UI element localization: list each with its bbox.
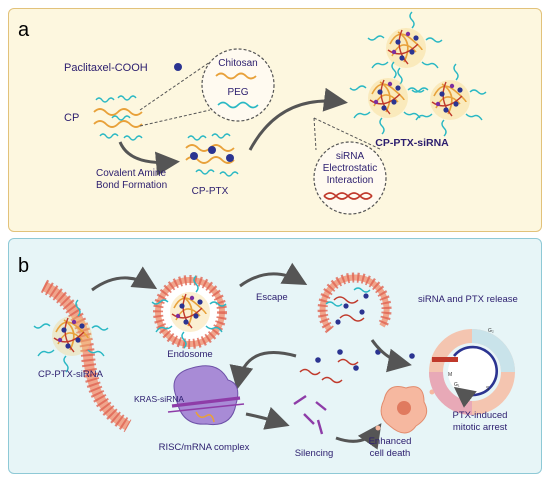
- escape-arrow: [239, 262, 308, 288]
- paclitaxel-dot: [174, 63, 182, 71]
- arrest-label-line1: PTX-induced: [453, 410, 508, 421]
- cycle-phase-m: M: [448, 372, 452, 378]
- cp-polymer: [93, 95, 143, 141]
- cycle-phase-g2: G₂: [488, 328, 494, 334]
- cp-ptx-sirna-label-b: CP-PTX-siRNA: [38, 369, 104, 380]
- silenced-fragments: [293, 395, 327, 435]
- panel-b: [8, 238, 542, 474]
- cp-ptx-label: CP-PTX: [192, 186, 229, 197]
- paclitaxel-label: Paclitaxel-COOH: [64, 62, 148, 74]
- nanoparticle-top: [367, 11, 443, 85]
- sirna-to-risc-arrow: [229, 351, 297, 390]
- released-contents: [299, 349, 415, 384]
- cp-label: CP: [64, 112, 79, 124]
- risc-to-silencing-arrow: [245, 406, 290, 430]
- arrest-label-line2: mitotic arrest: [453, 422, 508, 433]
- legend-peg-label: PEG: [227, 87, 248, 98]
- ptx-to-cycle-arrow: [370, 339, 412, 373]
- sirna-arrow: [248, 87, 348, 151]
- nanoparticle-right: [411, 63, 487, 137]
- panel-a-letter: a: [18, 19, 30, 41]
- death-label-line1: Enhanced: [369, 436, 412, 447]
- reaction-label-line2: Bond Formation: [96, 180, 167, 191]
- reaction-label-line1: Covalent Amine: [96, 168, 166, 179]
- nanoparticle-left: [349, 61, 425, 135]
- escape-label: Escape: [256, 292, 288, 303]
- chitosan-sample: [215, 72, 257, 80]
- cycle-phase-g1: G₁: [454, 382, 460, 388]
- release-label: siRNA and PTX release: [418, 294, 518, 305]
- endosome-label: Endosome: [167, 349, 212, 360]
- interaction-line1: siRNA: [336, 151, 365, 162]
- cycle-phase-s: S: [486, 386, 490, 392]
- cell-cycle: [429, 329, 515, 415]
- risc-complex: [167, 365, 245, 426]
- interaction-zoom-line-right: [313, 117, 383, 151]
- dying-cell: [375, 386, 435, 434]
- interaction-line2: Electrostatic: [323, 163, 377, 174]
- silencing-to-death-arrow: [335, 423, 382, 450]
- plasma-membrane: [40, 279, 132, 433]
- peg-sample: [217, 101, 259, 109]
- interaction-line3: Interaction: [327, 175, 374, 186]
- risc-label: RISC/mRNA complex: [159, 442, 250, 453]
- uptake-arrow: [91, 266, 158, 292]
- cp-ptx-conjugate: [185, 133, 239, 177]
- sirna-helix: [323, 192, 373, 200]
- zoom-line-top: [139, 61, 211, 111]
- panel-b-letter: b: [18, 255, 29, 277]
- zoom-line-bottom: [139, 109, 211, 127]
- silencing-label: Silencing: [295, 448, 334, 459]
- product-label: CP-PTX-siRNA: [375, 137, 449, 149]
- interaction-circle: [313, 141, 387, 215]
- kras-label: KRAS-siRNA: [134, 394, 184, 404]
- interaction-zoom-line-left: [313, 117, 317, 151]
- legend-chitosan-label: Chitosan: [218, 58, 257, 69]
- ruptured-endosome: [317, 272, 392, 334]
- reaction-arrow: [118, 141, 180, 176]
- death-label-line2: cell death: [370, 448, 411, 459]
